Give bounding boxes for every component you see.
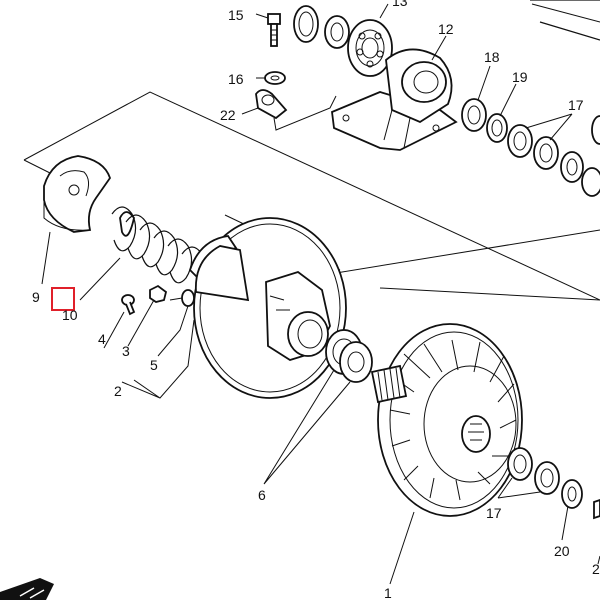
part-3-weight [149, 284, 168, 303]
part-17-washers-upper [507, 115, 600, 197]
part-9-shoe [43, 155, 111, 233]
part-5-sheave [188, 217, 347, 399]
label-1: 1 [384, 585, 392, 600]
part-19-circlip [486, 113, 508, 143]
washer-upper [324, 15, 350, 49]
label-17-lower: 17 [486, 505, 502, 521]
part-12-bearing-housing [331, 48, 458, 151]
label-3: 3 [122, 343, 130, 359]
label-10: 10 [62, 307, 78, 323]
shaft [530, 0, 600, 41]
label-6: 6 [258, 487, 266, 503]
part-13-bearing [347, 19, 393, 77]
label-12: 12 [438, 21, 454, 37]
highlight-box [51, 287, 75, 311]
label-2: 2 [114, 383, 122, 399]
corner-logo [0, 578, 54, 600]
label-16: 16 [228, 71, 244, 87]
part-6-bushings [325, 329, 373, 383]
label-19: 19 [512, 69, 528, 85]
part-15-bolt [267, 13, 281, 47]
label-9: 9 [32, 289, 40, 305]
label-4: 4 [98, 331, 106, 347]
part-labels: 15 13 12 16 22 18 19 17 9 10 4 3 5 2 6 1… [32, 0, 600, 600]
label-2-right: 2 [592, 561, 600, 577]
part-18-washer [461, 98, 487, 132]
part-20-washer [561, 479, 583, 509]
circlip-upper [293, 5, 319, 43]
part-10-spring [111, 206, 205, 285]
label-5: 5 [150, 357, 158, 373]
part-4-bolt [121, 294, 136, 316]
part-end-bolt [593, 499, 600, 520]
leader-lines [41, 3, 600, 585]
label-20: 20 [554, 543, 570, 559]
leader-22-bracket [273, 95, 337, 131]
part-collar-ring [181, 289, 195, 307]
label-15: 15 [228, 7, 244, 23]
label-17-upper: 17 [568, 97, 584, 113]
label-22: 22 [220, 107, 236, 123]
part-16-nut [264, 71, 286, 85]
part-22-clip [255, 89, 288, 120]
label-13: 13 [392, 0, 408, 9]
label-18: 18 [484, 49, 500, 65]
part-1-fixed-sheave [370, 323, 523, 517]
part-17-washers-lower [507, 447, 560, 495]
